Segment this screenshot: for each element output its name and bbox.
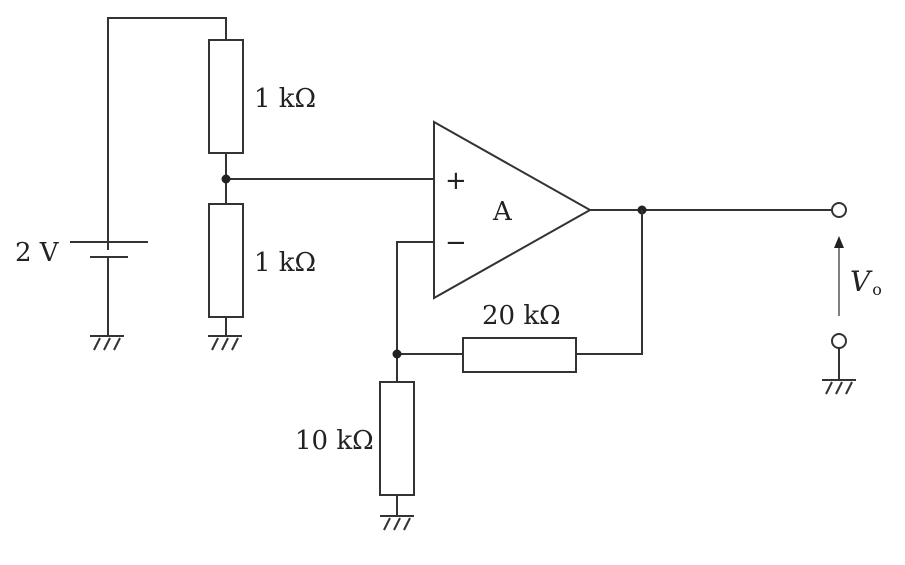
- voltage-arrow-head: [834, 236, 844, 248]
- ground-symbol-divider: [208, 335, 242, 351]
- ground-symbol-output: [822, 379, 856, 395]
- resistor-top: [208, 39, 244, 154]
- output-terminal-bottom: [831, 333, 847, 349]
- resistor-feedback: [462, 337, 577, 373]
- resistor-ground: [379, 381, 415, 496]
- ground-symbol-battery: [90, 335, 124, 351]
- resistor-ground-label: 10 kΩ: [295, 426, 374, 456]
- opamp-minus-sign: −: [445, 228, 467, 258]
- resistor-bottom: [208, 203, 244, 318]
- output-voltage-subscript: o: [872, 280, 882, 299]
- wire-minus-input: [396, 241, 434, 382]
- wire-feedback-right: [576, 210, 643, 355]
- opamp-triangle: [433, 120, 593, 300]
- output-voltage-symbol: V: [850, 265, 873, 298]
- wire-top: [107, 17, 227, 250]
- node-divider: [221, 174, 231, 184]
- resistor-feedback-label: 20 kΩ: [482, 301, 561, 331]
- node-feedback: [392, 349, 402, 359]
- resistor-top-label: 1 kΩ: [254, 84, 316, 114]
- opamp-label: A: [492, 197, 513, 227]
- opamp-plus-sign: +: [445, 166, 467, 196]
- battery: [70, 241, 148, 335]
- output-terminal-top: [831, 202, 847, 218]
- ground-symbol-feedback: [380, 515, 414, 531]
- resistor-bottom-label: 1 kΩ: [254, 248, 316, 278]
- battery-label: 2 V: [15, 238, 60, 268]
